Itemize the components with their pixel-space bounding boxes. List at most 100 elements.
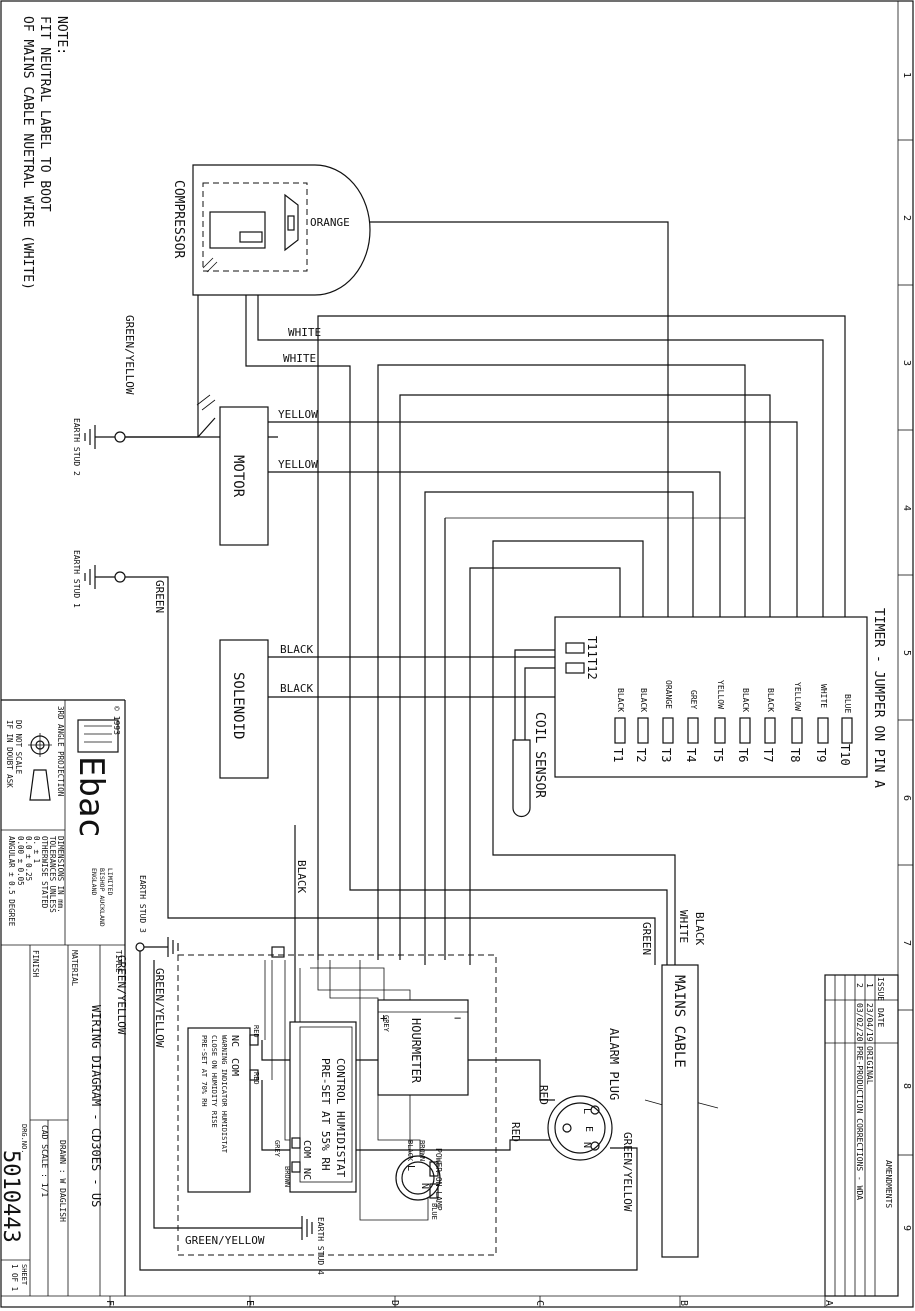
plug-pin-e: E xyxy=(583,1126,594,1132)
alarm-plug: ALARM PLUG L E N xyxy=(547,1028,621,1161)
plug-pin-n: N xyxy=(581,1142,592,1148)
hourmeter-label: HOURMETER xyxy=(409,1018,423,1084)
wire-green-yellow-motor xyxy=(120,417,216,438)
wire-white-compressor-b xyxy=(245,240,668,965)
label-grey-control: GREY xyxy=(273,1140,281,1158)
timer-wire-9: WHITE xyxy=(819,684,828,708)
label-white-1: WHITE xyxy=(288,326,321,339)
amendments-date-header: DATE xyxy=(876,1008,885,1027)
material-label: MATERIAL xyxy=(70,950,79,987)
timer-wire-5: YELLOW xyxy=(716,680,725,709)
wire-sensor-a xyxy=(514,649,566,740)
label-red-switch-2: RED xyxy=(252,1072,260,1085)
warning-switch-com: COM xyxy=(229,1058,240,1076)
grid-letter-a: A xyxy=(823,1300,834,1306)
label-green-yellow-plug-loop: GREEN/YELLOW xyxy=(153,968,166,1048)
ebac-logo: Ebac xyxy=(71,719,119,838)
label-black-2: BLACK xyxy=(280,682,313,695)
earth-stud-2-label: EARTH STUD 2 xyxy=(72,418,81,476)
wire-green-yellow-plug xyxy=(139,947,638,1271)
label-green-yellow-stud4: GREEN/YELLOW xyxy=(185,1234,265,1247)
amendments-issue-header: ISSUE xyxy=(876,977,885,1001)
mains-cable-label: MAINS CABLE xyxy=(671,975,687,1068)
dims-line-2: TOLERANCES UNLESS xyxy=(48,836,57,913)
earth-stud-3-label: EARTH STUD 3 xyxy=(138,875,147,933)
projection-symbol: 3RD ANGLE PROJECTION xyxy=(28,706,65,801)
control-switch-com: COM xyxy=(301,1140,312,1158)
label-yellow-2: YELLOW xyxy=(278,458,318,471)
note: NOTE: FIT NEUTRAL LABEL TO BOOT OF MAINS… xyxy=(20,16,69,290)
terminal-t5: T5 xyxy=(711,748,725,762)
wire-sensor-b xyxy=(524,667,566,740)
terminal-t7: T7 xyxy=(761,748,775,762)
title-block: Ebac © 1993 LIMITED BISHOP AUCKLAND ENGL… xyxy=(0,699,126,1296)
copyright: © 1993 xyxy=(112,706,121,735)
label-brown-lamp-small: BROWN xyxy=(418,1140,426,1161)
hourmeter-minus: − xyxy=(454,1011,461,1025)
amendments-table: ISSUE DATE AMENDMENTS 1 23/04/19 ORIGINA… xyxy=(824,974,899,1297)
wire-black-t2 xyxy=(492,540,676,965)
company-line-2: BISHOP AUCKLAND xyxy=(98,868,106,927)
wire-yellow-motor-a xyxy=(268,421,798,712)
compressor: COMPRESSOR xyxy=(171,164,371,296)
control-enclosure xyxy=(177,946,497,1256)
label-white-mains: WHITE xyxy=(677,910,690,943)
timer-label: TIMER - JUMPER ON PIN A xyxy=(871,608,886,788)
amendment-1-issue: 1 xyxy=(865,983,874,988)
grid-letter-f: F xyxy=(104,1300,115,1306)
label-red-switch-1: RED xyxy=(252,1025,260,1038)
sheet-number: 1 OF 1 xyxy=(10,1264,19,1291)
compressor-label: COMPRESSOR xyxy=(171,180,186,258)
tol-line-1: 0. ± 1 xyxy=(32,836,41,863)
warning-switch-nc: NC xyxy=(229,1035,240,1047)
warning-humidistat: NC COM WARNING INDICATOR HUMIDISTAT CLOS… xyxy=(187,1027,259,1193)
drawn-by: DRAWN : W DAGLISH xyxy=(58,1140,67,1222)
grid-numbers: 1 2 3 4 5 6 7 8 9 xyxy=(901,72,912,1231)
grid-letter-e: E xyxy=(244,1300,255,1306)
note-line-2: OF MAINS CABLE NUETRAL WIRE (WHITE) xyxy=(20,16,35,290)
grid-letter-b: B xyxy=(678,1300,689,1306)
earth-stud-labels: EARTH STUD 2 EARTH STUD 1 EARTH STUD 3 E… xyxy=(72,418,325,1275)
earth-stud-1-icon xyxy=(84,565,126,589)
note-line-1: FIT NEUTRAL LABEL TO BOOT xyxy=(37,16,52,212)
label-blue-lamp-small: BLUE xyxy=(430,1203,438,1220)
terminal-t3: T3 xyxy=(659,748,673,762)
terminal-t4: T4 xyxy=(684,748,698,762)
earth-stud-3-icon xyxy=(135,937,179,957)
warning-humidistat-title: WARNING INDICATOR HUMIDISTAT xyxy=(220,1035,228,1154)
label-green-mains: GREEN xyxy=(640,922,653,955)
amendment-2-issue: 2 xyxy=(855,983,864,988)
wire-blue-lamp xyxy=(359,960,429,1221)
dims-line-3: OTHERWISE STATED xyxy=(40,836,49,909)
grid-number-5: 5 xyxy=(901,650,912,656)
company-line-1: LIMITED xyxy=(106,868,114,895)
terminal-t6: T6 xyxy=(736,748,750,762)
label-green-yellow-compressor: GREEN/YELLOW xyxy=(123,315,136,395)
label-red-plug-1: RED xyxy=(537,1085,550,1105)
label-green-yellow-plug: GREEN/YELLOW xyxy=(621,1132,634,1212)
motor: MOTOR xyxy=(196,394,269,546)
amendment-2-date: 03/02/20 xyxy=(855,1003,864,1042)
label-grey-hourmeter: GREY xyxy=(382,1015,390,1033)
wire-grey-t4 xyxy=(424,491,694,965)
label-black-lamp: BLACK xyxy=(295,860,308,893)
wire-orange-compressor xyxy=(300,221,669,745)
wire-red-plug-b xyxy=(261,1080,558,1151)
timer-wire-2: BLACK xyxy=(639,688,648,712)
terminal-t9: T9 xyxy=(814,748,828,762)
timer: TIMER - JUMPER ON PIN A T1 T2 T3 T4 T5 T… xyxy=(554,608,886,788)
terminal-t12: T12 xyxy=(585,658,599,680)
grid-number-1: 1 xyxy=(901,72,912,78)
grid-number-8: 8 xyxy=(901,1083,912,1089)
control-humidistat-title: CONTROL HUMIDISTAT xyxy=(334,1058,347,1178)
amendments-text-header: AMENDMENTS xyxy=(884,1160,893,1208)
grid-letter-d: D xyxy=(389,1300,400,1306)
projection-label: 3RD ANGLE PROJECTION xyxy=(56,706,65,796)
plug-pin-l: L xyxy=(581,1108,592,1114)
note-heading: NOTE: xyxy=(54,16,69,55)
label-white-2: WHITE xyxy=(283,352,316,365)
wire-green-mains xyxy=(120,576,656,965)
sheet-label: SHEET xyxy=(20,1264,28,1286)
power-lamp-label: POWER ON LAMP xyxy=(434,1148,443,1211)
lamp-pin-l: L xyxy=(405,1165,416,1171)
